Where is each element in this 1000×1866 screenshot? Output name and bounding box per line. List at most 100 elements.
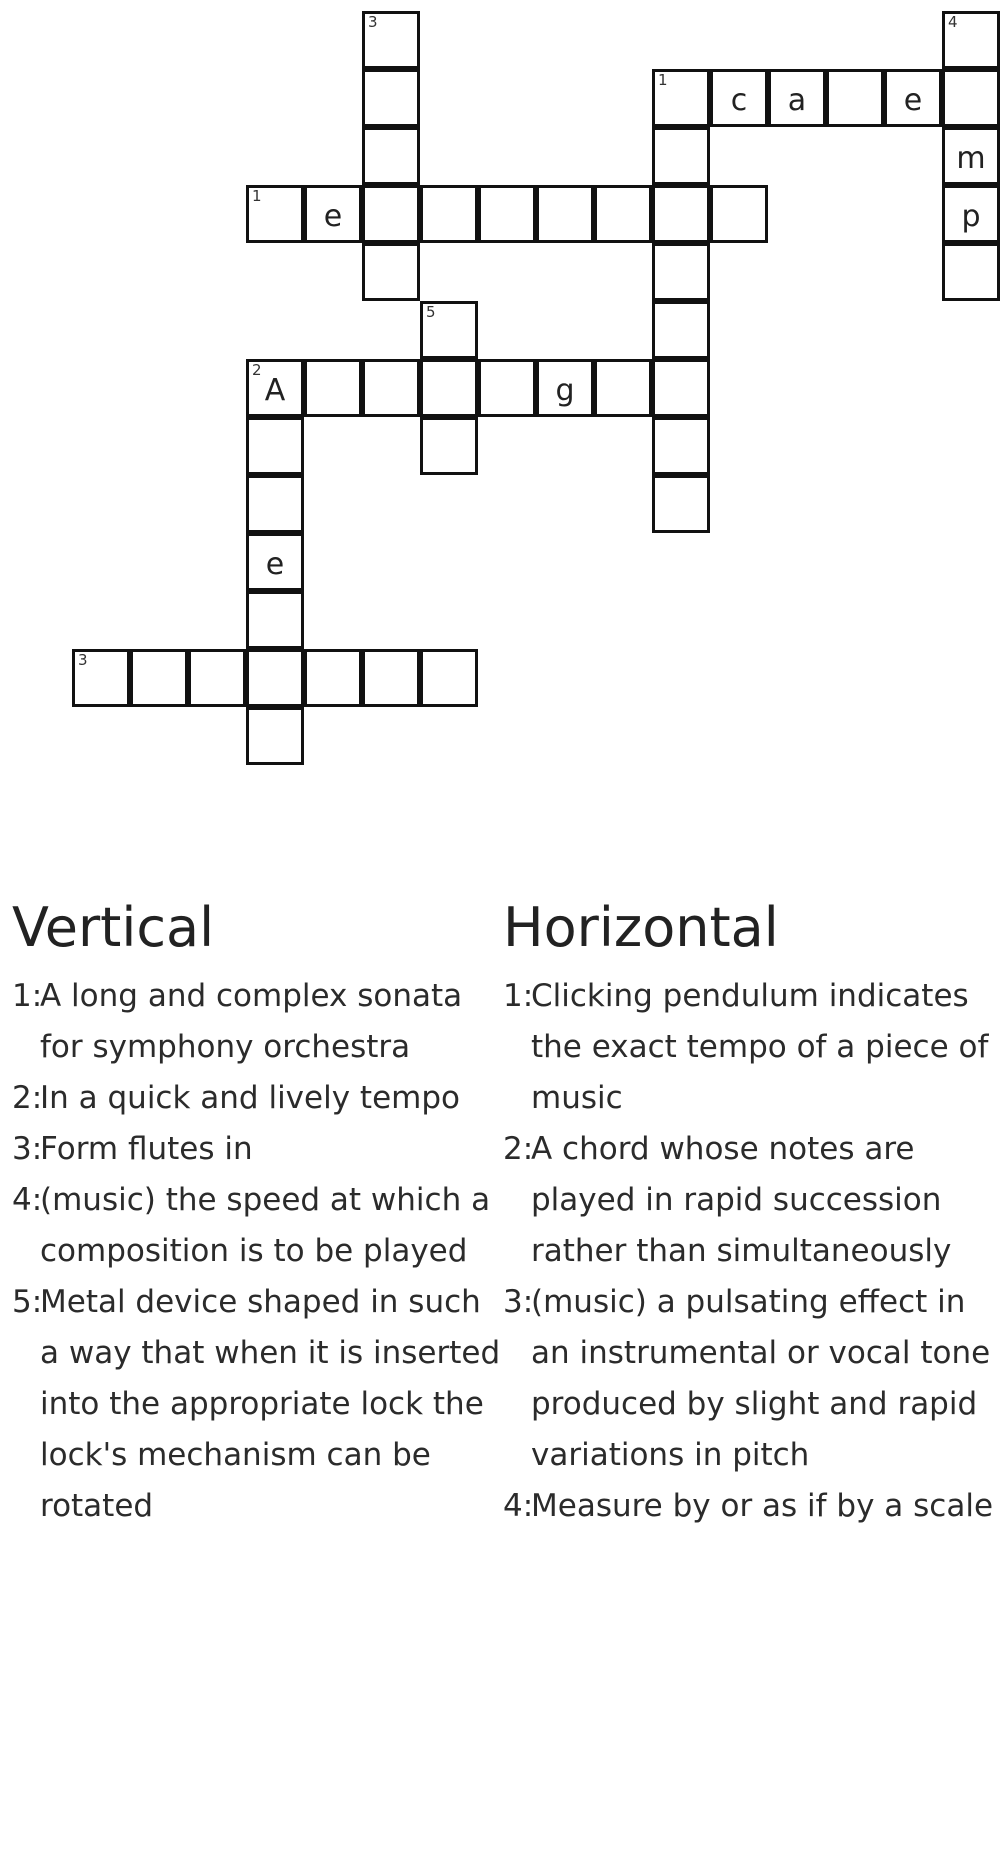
grid-cell[interactable] <box>942 185 1000 243</box>
grid-cell[interactable] <box>420 359 478 417</box>
letter-input[interactable] <box>133 652 185 704</box>
grid-cell[interactable] <box>594 185 652 243</box>
grid-cell[interactable]: 3 <box>362 11 420 69</box>
grid-cell[interactable]: 1 <box>246 185 304 243</box>
grid-cell[interactable] <box>362 243 420 301</box>
grid-cell[interactable] <box>304 185 362 243</box>
grid-cell[interactable] <box>652 185 710 243</box>
grid-cell[interactable] <box>246 649 304 707</box>
grid-cell[interactable] <box>652 359 710 417</box>
grid-cell[interactable] <box>246 417 304 475</box>
letter-input[interactable] <box>655 478 707 530</box>
grid-cell[interactable] <box>942 243 1000 301</box>
grid-cell[interactable] <box>362 69 420 127</box>
letter-input[interactable] <box>945 72 997 124</box>
grid-cell[interactable] <box>942 127 1000 185</box>
grid-cell[interactable] <box>942 69 1000 127</box>
grid-cell[interactable] <box>246 533 304 591</box>
letter-input[interactable] <box>481 188 533 240</box>
letter-input[interactable] <box>829 72 881 124</box>
letter-input[interactable] <box>365 188 417 240</box>
letter-input[interactable] <box>191 652 243 704</box>
letter-input[interactable] <box>945 130 997 182</box>
grid-cell[interactable] <box>420 417 478 475</box>
grid-cell[interactable] <box>420 185 478 243</box>
grid-cell[interactable] <box>246 707 304 765</box>
grid-cell[interactable]: 1 <box>652 69 710 127</box>
letter-input[interactable] <box>771 72 823 124</box>
letter-input[interactable] <box>249 536 301 588</box>
letter-input[interactable] <box>249 420 301 472</box>
letter-input[interactable] <box>249 362 301 414</box>
letter-input[interactable] <box>655 362 707 414</box>
letter-input[interactable] <box>655 420 707 472</box>
letter-input[interactable] <box>655 188 707 240</box>
grid-cell[interactable] <box>536 359 594 417</box>
letter-input[interactable] <box>365 652 417 704</box>
letter-input[interactable] <box>655 130 707 182</box>
letter-input[interactable] <box>945 246 997 298</box>
letter-input[interactable] <box>423 188 475 240</box>
grid-cell[interactable] <box>304 649 362 707</box>
letter-input[interactable] <box>307 362 359 414</box>
grid-cell[interactable] <box>246 475 304 533</box>
letter-input[interactable] <box>423 362 475 414</box>
letter-input[interactable] <box>597 362 649 414</box>
letter-input[interactable] <box>75 652 127 704</box>
letter-input[interactable] <box>713 188 765 240</box>
grid-cell[interactable] <box>536 185 594 243</box>
letter-input[interactable] <box>307 188 359 240</box>
grid-cell[interactable] <box>420 649 478 707</box>
grid-cell[interactable] <box>710 185 768 243</box>
letter-input[interactable] <box>539 188 591 240</box>
letter-input[interactable] <box>423 652 475 704</box>
grid-cell[interactable] <box>130 649 188 707</box>
letter-input[interactable] <box>655 246 707 298</box>
letter-input[interactable] <box>481 362 533 414</box>
letter-input[interactable] <box>365 362 417 414</box>
letter-input[interactable] <box>249 710 301 762</box>
grid-cell[interactable]: 4 <box>942 11 1000 69</box>
letter-input[interactable] <box>365 14 417 66</box>
letter-input[interactable] <box>945 188 997 240</box>
grid-cell[interactable] <box>478 359 536 417</box>
letter-input[interactable] <box>365 130 417 182</box>
letter-input[interactable] <box>365 246 417 298</box>
grid-cell[interactable] <box>478 185 536 243</box>
grid-cell[interactable]: 3 <box>72 649 130 707</box>
letter-input[interactable] <box>597 188 649 240</box>
grid-cell[interactable] <box>652 475 710 533</box>
grid-cell[interactable] <box>652 243 710 301</box>
grid-cell[interactable]: 2 <box>246 359 304 417</box>
grid-cell[interactable] <box>246 591 304 649</box>
grid-cell[interactable] <box>362 185 420 243</box>
grid-cell[interactable] <box>826 69 884 127</box>
grid-cell[interactable] <box>710 69 768 127</box>
letter-input[interactable] <box>713 72 765 124</box>
letter-input[interactable] <box>249 594 301 646</box>
grid-cell[interactable] <box>304 359 362 417</box>
grid-cell[interactable] <box>652 301 710 359</box>
grid-cell[interactable] <box>594 359 652 417</box>
grid-cell[interactable] <box>652 417 710 475</box>
grid-cell[interactable] <box>362 127 420 185</box>
letter-input[interactable] <box>887 72 939 124</box>
letter-input[interactable] <box>423 420 475 472</box>
letter-input[interactable] <box>249 652 301 704</box>
grid-cell[interactable] <box>362 649 420 707</box>
letter-input[interactable] <box>655 304 707 356</box>
letter-input[interactable] <box>539 362 591 414</box>
grid-cell[interactable] <box>768 69 826 127</box>
grid-cell[interactable] <box>652 127 710 185</box>
grid-cell[interactable] <box>188 649 246 707</box>
grid-cell[interactable] <box>884 69 942 127</box>
letter-input[interactable] <box>945 14 997 66</box>
letter-input[interactable] <box>365 72 417 124</box>
letter-input[interactable] <box>655 72 707 124</box>
letter-input[interactable] <box>423 304 475 356</box>
letter-input[interactable] <box>249 188 301 240</box>
letter-input[interactable] <box>249 478 301 530</box>
grid-cell[interactable] <box>362 359 420 417</box>
grid-cell[interactable]: 5 <box>420 301 478 359</box>
letter-input[interactable] <box>307 652 359 704</box>
